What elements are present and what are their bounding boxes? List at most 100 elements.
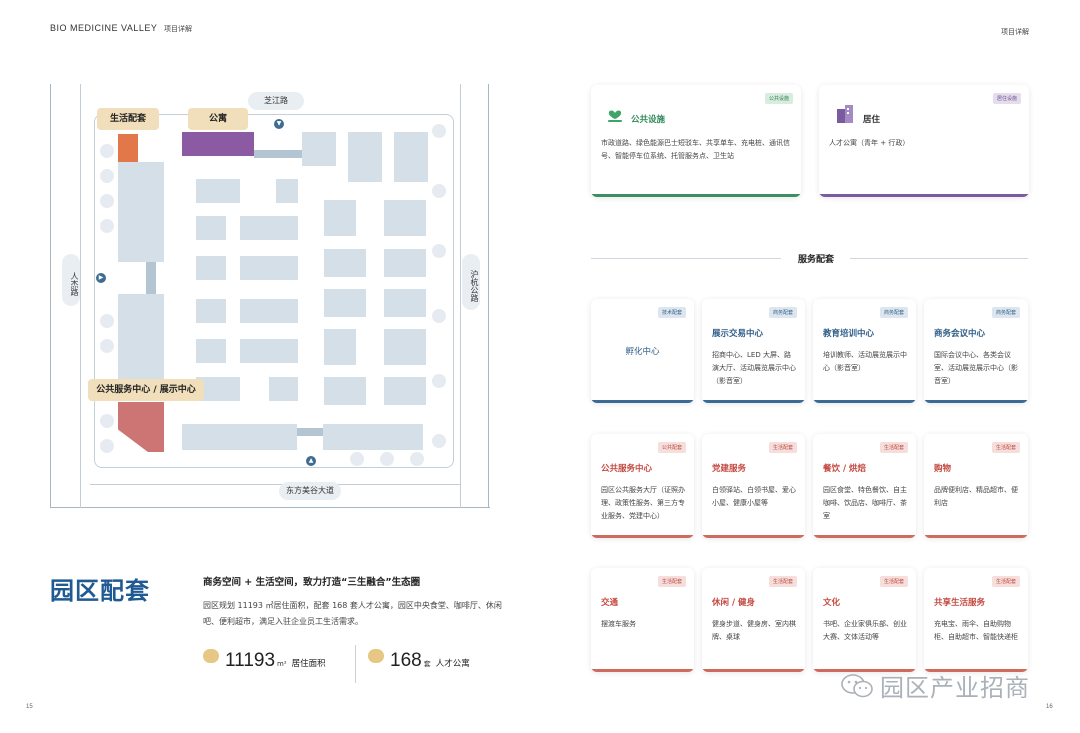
card-training: 商务配套 教育培训中心 培训教师、活动展览展示中心（影音室） <box>813 299 916 403</box>
card-body: 招商中心、LED 大屏、路演大厅、活动展览展示中心（影音室） <box>712 351 796 385</box>
card-accent-bar <box>591 669 694 672</box>
map-road-line <box>90 484 460 485</box>
intro-description: 园区规划 11193 ㎡居住面积，配套 168 套人才公寓，园区中央食堂、咖啡厅… <box>203 601 502 626</box>
card-body: 园区公共服务大厅（证照办理、政策性服务、第三方专业服务、党建中心） <box>601 486 685 520</box>
card-title: 教育培训中心 <box>823 329 875 339</box>
building <box>324 200 356 236</box>
tree <box>380 452 394 466</box>
card-tag: 商务配套 <box>768 307 797 318</box>
connector <box>146 262 156 294</box>
stat-unit: 套 <box>423 660 431 668</box>
card-accent-bar <box>591 400 694 403</box>
card-title: 休闲 / 健身 <box>712 598 756 608</box>
map-border-line <box>50 84 51 508</box>
divider <box>591 258 781 259</box>
map-border-line <box>50 507 490 508</box>
card-body: 国际会议中心、各类会议室、活动展览展示中心（影音室） <box>934 351 1018 385</box>
stat-number: 11193 <box>225 650 276 671</box>
watermark: 园区产业招商 <box>840 668 1030 703</box>
chevron-down-icon: ▼ <box>274 119 284 129</box>
tree <box>410 452 424 466</box>
building <box>323 424 423 450</box>
card-body: 园区食堂、特色餐饮、自主咖啡、饮品店、咖啡厅、茶室 <box>823 486 907 520</box>
map-road-line <box>80 84 81 508</box>
card-tag: 居住设施 <box>992 93 1021 104</box>
building <box>196 299 226 323</box>
tree <box>100 194 114 208</box>
site-boundary <box>94 114 454 468</box>
life-facility-building <box>118 134 138 162</box>
building <box>118 294 164 384</box>
tree <box>350 452 364 466</box>
map-border-line <box>488 84 489 508</box>
public-facility-icon <box>608 110 622 122</box>
tree <box>100 314 114 328</box>
card-title: 公共设施 <box>631 115 666 125</box>
card-shared-services: 生活配套 共享生活服务 充电宝、雨伞、自助购物柜、自助超市、智能快递柜 <box>924 568 1028 672</box>
card-title: 共享生活服务 <box>934 598 986 608</box>
building <box>276 179 298 203</box>
building <box>324 289 366 317</box>
building <box>384 200 426 236</box>
building <box>196 179 240 203</box>
building <box>302 132 336 166</box>
tree <box>432 374 446 388</box>
watermark-text: 园区产业招商 <box>880 674 1030 702</box>
marker-life-facility: 生活配套 <box>97 108 159 130</box>
card-culture: 生活配套 文化 书吧、企业家俱乐部、创业大赛、文体活动等 <box>813 568 916 672</box>
building <box>196 256 226 280</box>
card-body: 充电宝、雨伞、自助购物柜、自助超市、智能快递柜 <box>934 620 1018 641</box>
card-tag: 生活配套 <box>768 576 797 587</box>
stat-label: 人才公寓 <box>435 659 470 669</box>
road-label-north: 芝江路 <box>248 92 304 110</box>
card-accent-bar <box>813 669 916 672</box>
building <box>324 249 366 277</box>
page-subtitle: 商务空间 + 生活空间，致力打造“三生融合”生态圈 <box>203 577 421 588</box>
road-label-east: 沪杭公路 <box>462 254 480 310</box>
card-title: 购物 <box>934 464 952 474</box>
card-tag: 商务配套 <box>879 307 908 318</box>
marker-apartment: 公寓 <box>188 108 248 130</box>
card-body: 品牌便利店、精品超市、便利店 <box>934 486 1018 507</box>
apartment-icon <box>368 649 384 663</box>
card-exhibition: 商务配套 展示交易中心 招商中心、LED 大屏、路演大厅、活动展览展示中心（影音… <box>702 299 805 403</box>
building <box>384 377 426 405</box>
card-body: 市政道路、绿色能源巴士短驳车、共享单车、充电桩、通讯信号、智能停车位系统、托管服… <box>601 139 790 160</box>
card-title: 文化 <box>823 598 841 608</box>
card-title: 居住 <box>863 115 881 125</box>
building <box>118 162 164 262</box>
tree <box>100 439 114 453</box>
tree <box>100 414 114 428</box>
card-accent-bar <box>819 194 1029 197</box>
card-accent-bar <box>702 535 805 538</box>
card-title: 公共服务中心 <box>601 464 653 474</box>
divider <box>355 645 356 683</box>
stat-apartments: 168 套 人才公寓 <box>368 649 470 672</box>
tree <box>432 309 446 323</box>
road-label-south: 东方美谷大道 <box>279 482 341 500</box>
section-label-right: 项目详解 <box>1001 28 1029 36</box>
building <box>196 216 226 240</box>
card-residence: 居住设施 居住 人才公寓（青年 + 行政） <box>819 85 1029 197</box>
building <box>240 216 298 240</box>
card-accent-bar <box>813 400 916 403</box>
building <box>324 377 366 405</box>
card-public-facility: 公共设施 公共设施 市政道路、绿色能源巴士短驳车、共享单车、充电桩、通讯信号、智… <box>591 85 801 197</box>
area-icon <box>203 649 219 663</box>
tree <box>432 124 446 138</box>
card-accent-bar <box>591 194 801 197</box>
brand-name: BIO MEDICINE VALLEY <box>50 23 158 33</box>
card-body: 培训教师、活动展览展示中心（影音室） <box>823 351 907 372</box>
card-body: 白领驿站、白领书屋、爱心小屋、健康小屋等 <box>712 486 796 507</box>
card-accent-bar <box>924 669 1028 672</box>
card-party-building: 生活配套 党建服务 白领驿站、白领书屋、爱心小屋、健康小屋等 <box>702 434 805 538</box>
wechat-icon <box>841 673 873 697</box>
card-transport: 生活配套 交通 摆渡车服务 <box>591 568 694 672</box>
card-body: 摆渡车服务 <box>601 620 636 628</box>
stat-area: 11193 m² 居住面积 <box>203 649 326 672</box>
card-incubator: 技术配套 孵化中心 <box>591 299 694 403</box>
card-accent-bar <box>591 535 694 538</box>
card-tag: 生活配套 <box>879 442 908 453</box>
connector <box>254 150 302 158</box>
tree <box>100 339 114 353</box>
